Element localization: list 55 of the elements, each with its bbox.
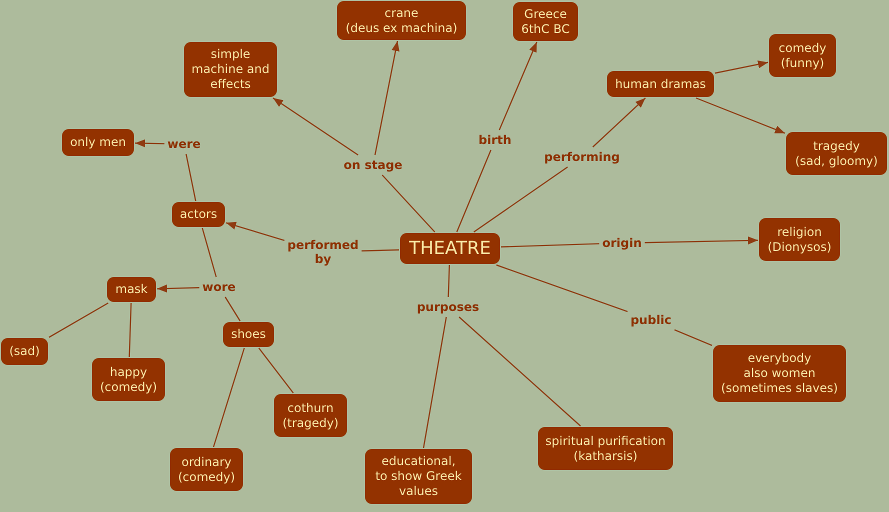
concept-box: comedy (funny)	[769, 34, 836, 77]
connector-line	[128, 302, 132, 358]
concept-box: mask	[107, 277, 156, 302]
connector-line	[674, 329, 712, 346]
linking-phrase: on stage	[344, 158, 402, 172]
connector-line	[448, 264, 450, 298]
concept-box: (sad)	[1, 338, 48, 365]
arrow	[498, 42, 538, 130]
linking-phrase: performed by	[287, 238, 359, 266]
concept-box: human dramas	[607, 71, 714, 97]
connector-line	[224, 296, 241, 322]
concept-box: only men	[62, 129, 134, 156]
arrow	[226, 222, 285, 241]
arrow	[696, 97, 786, 134]
arrow	[134, 139, 164, 148]
linking-phrase: origin	[602, 236, 642, 250]
concept-box: educational, to show Greek values	[365, 449, 472, 504]
concept-box: religion (Dionysos)	[759, 218, 840, 261]
connector-line	[382, 174, 436, 232]
arrow	[644, 236, 758, 244]
connector-line	[422, 316, 447, 448]
connector-line	[48, 302, 108, 338]
connector-line	[362, 249, 400, 252]
concept-box: Greece 6thC BC	[513, 2, 578, 41]
concept-box: ordinary (comedy)	[170, 448, 243, 491]
linking-phrase: performing	[544, 150, 620, 164]
connector-line	[473, 166, 568, 232]
concept-box: everybody also women (sometimes slaves)	[713, 345, 846, 402]
concept-box: crane (deus ex machina)	[337, 1, 466, 40]
connector-line	[186, 154, 196, 202]
arrow	[592, 98, 646, 148]
connector-line	[456, 150, 492, 232]
arrow	[272, 98, 358, 156]
linking-phrase: were	[167, 137, 201, 151]
concept-box: simple machine and effects	[184, 42, 277, 97]
linking-phrase: public	[630, 313, 672, 327]
connector-line	[500, 243, 600, 248]
arrow	[714, 60, 768, 74]
concept-box: tragedy (sad, gloomy)	[786, 132, 887, 175]
concept-box: happy (comedy)	[92, 358, 165, 401]
concept-box: spiritual purification (katharsis)	[538, 427, 673, 470]
connector-line	[258, 348, 294, 394]
concept-box: cothurn (tragedy)	[274, 394, 347, 437]
linking-phrase: purposes	[416, 300, 480, 314]
connector-line	[212, 348, 245, 448]
connector-line	[202, 228, 217, 278]
connector-line	[458, 316, 581, 426]
arrow	[374, 40, 400, 156]
main-concept-box: THEATRE	[400, 233, 500, 264]
concept-box: shoes	[223, 322, 274, 347]
concept-box: actors	[172, 202, 225, 227]
linking-phrase: birth	[478, 133, 512, 147]
arrow	[156, 284, 200, 293]
linking-phrase: wore	[202, 280, 236, 294]
connector-line	[496, 264, 628, 312]
